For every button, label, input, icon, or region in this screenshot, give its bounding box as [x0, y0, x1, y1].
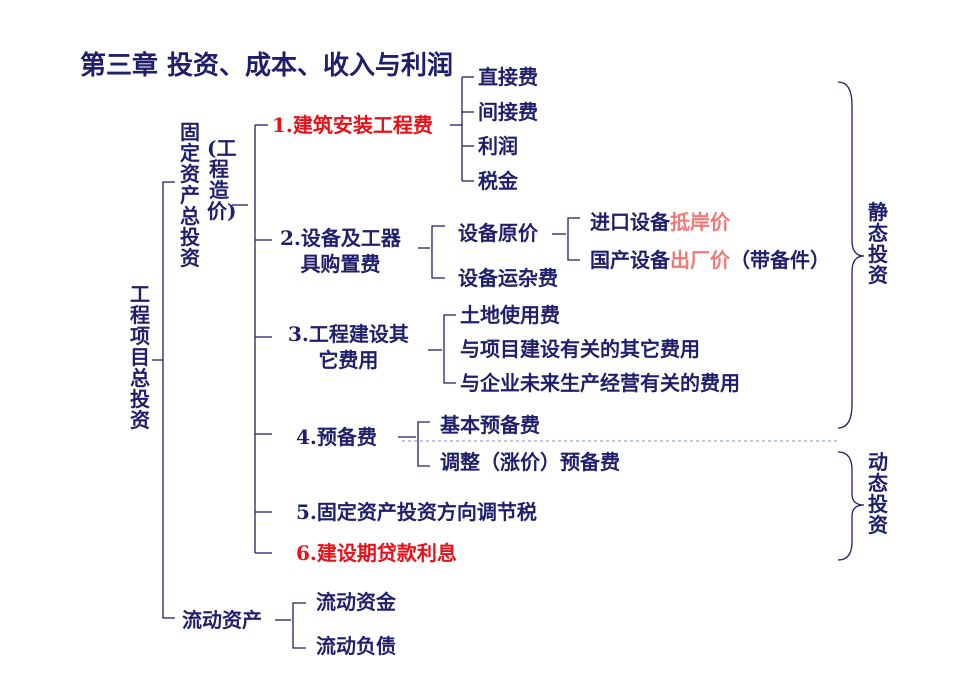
item-4-child: 基本预备费	[440, 413, 540, 437]
item-3-label-line2: 它费用	[318, 348, 379, 372]
domestic-suffix: （带备件）	[730, 248, 830, 272]
item-1-child: 税金	[478, 169, 518, 193]
static-investment-label: 静态投资	[868, 200, 888, 287]
item-4-child: 调整（涨价）预备费	[440, 450, 620, 474]
item-1-label: 1.建筑安装工程费	[272, 113, 433, 137]
domestic-prefix: 国产设备	[590, 248, 670, 272]
item-1-child: 间接费	[478, 100, 538, 124]
equip-original: 设备原价	[458, 221, 538, 245]
item-4-label: 4.预备费	[296, 425, 377, 449]
item-1-child: 利润	[478, 134, 518, 158]
page-title: 第三章 投资、成本、收入与利润	[80, 51, 454, 81]
current-assets-child: 流动负债	[316, 634, 396, 658]
item-3-child: 与项目建设有关的其它费用	[460, 337, 700, 361]
equip-transport: 设备运杂费	[458, 266, 558, 290]
dynamic-investment-label: 动态投资	[868, 450, 888, 537]
item-2-label: 2.设备及工器 具购置费	[280, 226, 401, 276]
domestic-equipment: 国产设备出厂价（带备件）	[590, 248, 830, 272]
item-5-label: 5.固定资产投资方向调节税	[296, 500, 537, 524]
item-6-label: 6.建设期贷款利息	[296, 541, 457, 565]
item-2-label-line2: 具购置费	[300, 252, 381, 276]
domestic-highlight: 出厂价	[670, 248, 730, 272]
fixed-assets-node: 固定资产总投资	[180, 120, 200, 270]
current-assets-node: 流动资产	[182, 608, 262, 632]
fixed-assets-paren: (工程造价)	[207, 136, 237, 223]
import-prefix: 进口设备	[590, 210, 670, 234]
current-assets-child: 流动资金	[316, 590, 396, 614]
item-2-label-line1: 2.设备及工器	[280, 226, 401, 250]
import-equipment: 进口设备抵岸价	[590, 210, 730, 234]
item-1-child: 直接费	[478, 65, 538, 89]
import-highlight: 抵岸价	[670, 210, 730, 234]
item-3-label-line1: 3.工程建设其	[288, 322, 409, 346]
item-3-label: 3.工程建设其 它费用	[288, 322, 409, 372]
root-node: 工程项目总投资	[130, 282, 150, 432]
item-3-child: 与企业未来生产经营有关的费用	[460, 371, 740, 395]
item-3-child: 土地使用费	[460, 303, 560, 327]
